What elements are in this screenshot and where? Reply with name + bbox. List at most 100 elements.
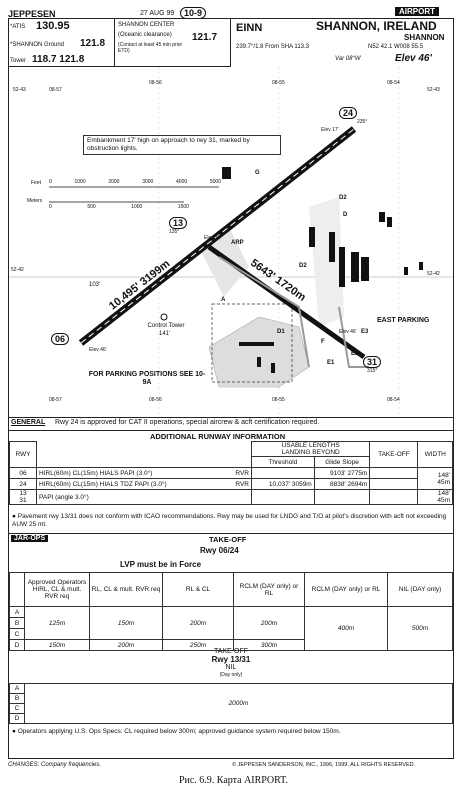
runway-24-label: 24 bbox=[339, 107, 358, 119]
general-section: GENERAL Rwy 24 is approved for CAT II op… bbox=[9, 417, 453, 431]
airport-elevation: Elev 46' bbox=[395, 53, 432, 64]
center-label: SHANNON CENTER bbox=[118, 22, 175, 28]
jarops-header: JAR-OPS TAKE-OFF bbox=[9, 533, 453, 546]
airport-name: SHANNON bbox=[404, 33, 445, 42]
apron-area bbox=[208, 316, 310, 388]
taxiway-a: A bbox=[221, 297, 226, 303]
grid-tick-bottom-0857: 08-57 bbox=[49, 397, 62, 403]
taxiway-f: F bbox=[321, 339, 325, 345]
taxiway-d2-north: D2 bbox=[339, 195, 347, 201]
city-title: SHANNON, IRELAND bbox=[316, 19, 437, 33]
pavement-note: ● Pavement rwy 13/31 does not conform wi… bbox=[12, 513, 447, 528]
vor-info: 239.7°/1.8 From SHA 113.3 bbox=[236, 44, 309, 50]
lat-tick-mid: 52-42 bbox=[11, 267, 24, 273]
jarops-tag: JAR-OPS bbox=[11, 535, 49, 542]
grid-tick-0855: 08-55 bbox=[272, 80, 285, 86]
icao-code: EINN bbox=[236, 22, 263, 34]
grid-tick-0854: 08-54 bbox=[387, 80, 400, 86]
grid-tick-0856: 08-56 bbox=[149, 80, 162, 86]
arp-label: ARP bbox=[231, 240, 244, 246]
runway-13-label: 13 bbox=[169, 217, 188, 229]
brand: JEPPESEN bbox=[8, 9, 56, 19]
grid-tick-bottom-0856: 08-56 bbox=[149, 397, 162, 403]
rwy-0624-title: Rwy 06/24 bbox=[200, 546, 239, 555]
table-row: A 125m 150m 200m 200m 400m 500m bbox=[9, 606, 453, 651]
airport-diagram: Embankment 17' high on approach to rwy 3… bbox=[9, 67, 453, 417]
table-row: 06 HIRL(60m) CL(15m) HIALS PAPI (3.0°)RV… bbox=[9, 467, 453, 490]
magnetic-variation: Var 08°W bbox=[335, 56, 361, 62]
tower-label: Tower bbox=[10, 58, 27, 64]
table-row: A 2000m bbox=[9, 683, 453, 724]
runway-13-heading: 135° bbox=[169, 229, 180, 235]
table-row: D 150m 200m 250m 300m bbox=[9, 639, 453, 651]
takeoff-title: TAKE-OFF bbox=[209, 535, 247, 544]
grid-tick-0857: 08-57 bbox=[49, 87, 62, 93]
runway-24-elevation: Elev 17' bbox=[321, 127, 339, 133]
taxiway-e1: E1 bbox=[327, 360, 335, 366]
general-tag: GENERAL bbox=[11, 419, 46, 426]
parking-positions-note: FOR PARKING POSITIONS SEE 10-9A bbox=[88, 371, 206, 386]
jarops-table-1331: A 2000m B C D bbox=[9, 683, 453, 724]
tower-frequency: 118.7 121.8 bbox=[32, 54, 85, 65]
width-header: WIDTH bbox=[417, 441, 453, 468]
runway-31-elevation: Elev 46' bbox=[339, 329, 357, 335]
grid-tick-bottom-0855: 08-55 bbox=[272, 397, 285, 403]
airport-coordinates: N52 42.1 W008 55.5 bbox=[368, 44, 424, 50]
rwy-header: RWY bbox=[9, 441, 37, 468]
chart-frame bbox=[8, 18, 454, 759]
scale-feet-label: Feet bbox=[31, 180, 42, 186]
runway-31-heading: 315° bbox=[367, 368, 378, 374]
taxiway-d2-south: D2 bbox=[299, 263, 307, 269]
obstacle-103: 103' bbox=[89, 282, 101, 288]
taxiway-e3: E3 bbox=[361, 329, 369, 335]
takeoff-header: TAKE-OFF bbox=[369, 441, 419, 468]
control-tower-label: Control Tower bbox=[147, 323, 185, 329]
figure-caption: Рис. 6.9. Карта AIRPORT. bbox=[178, 775, 289, 786]
lvp-note: LVP must be in Force bbox=[120, 560, 202, 569]
taxiway-g: G bbox=[255, 170, 260, 176]
lat-tick-mid-right: 52-42 bbox=[427, 271, 440, 277]
runway-13-31 bbox=[207, 244, 366, 360]
ground-frequency: 121.8 bbox=[80, 38, 106, 49]
runway-06-elevation: Elev 46' bbox=[89, 347, 107, 353]
center-box: SHANNON CENTER 121.7 (Oceanic clearance)… bbox=[114, 18, 231, 67]
taxiway-d: D bbox=[343, 212, 348, 218]
glide-slope-header: Glide Slope bbox=[313, 456, 371, 468]
scale-meters-label: Meters bbox=[27, 198, 43, 204]
ground-label: *SHANNON Ground bbox=[10, 42, 65, 48]
atis-frequency: 130.95 bbox=[36, 20, 70, 32]
runway-info-title: ADDITIONAL RUNWAY INFORMATION bbox=[150, 432, 286, 441]
table-row: 24 HIRL(60m) CL(15m) HIALS TDZ PAPI (3.0… bbox=[9, 478, 453, 490]
copyright: © JEPPESEN SANDERSON, INC., 1996, 1999. … bbox=[232, 762, 416, 768]
elevation-11: Elev 11' bbox=[204, 235, 222, 241]
east-parking-label: EAST PARKING bbox=[377, 317, 430, 324]
airport-badge: AIRPORT bbox=[395, 7, 439, 16]
threshold-header: Threshold bbox=[251, 456, 315, 468]
runway-31-label: 31 bbox=[363, 356, 382, 368]
center-note: (Oceanic clearance) bbox=[118, 32, 172, 38]
jarops-table-0624: Approved Operators HIRL, CL & mult. RVR … bbox=[9, 572, 453, 651]
embankment-note: Embankment 17' high on approach to rwy 3… bbox=[83, 135, 281, 155]
changes-note: CHANGES: Company frequencies. bbox=[8, 762, 102, 768]
chart-date: 27 AUG 99 bbox=[140, 10, 175, 17]
runway-06-label: 06 bbox=[51, 333, 70, 345]
us-ops-note: ● Operators applying U.S. Ops Specs: CL … bbox=[12, 728, 341, 735]
general-text: Rwy 24 is approved for CAT II operations… bbox=[55, 419, 320, 426]
atis-label: *ATIS bbox=[10, 24, 26, 30]
takeoff-1331-header: TAKE-OFF Rwy 13/31 NIL (Day only) bbox=[211, 648, 251, 678]
lat-tick-top-right: 52-43 bbox=[427, 87, 440, 93]
center-note-2: (Contact at least 45 min prior ETD) bbox=[118, 42, 183, 54]
grid-tick-bottom-0854: 08-54 bbox=[387, 397, 400, 403]
frequency-box: *ATIS 130.95 *SHANNON Ground 121.8 Tower… bbox=[8, 18, 115, 67]
control-tower-elevation: 141' bbox=[159, 331, 171, 337]
taxiway-d1: D1 bbox=[277, 329, 285, 335]
center-frequency: 121.7 bbox=[192, 32, 218, 43]
taxiway-e2: E2 bbox=[351, 351, 359, 357]
runway-24-heading: 235° bbox=[357, 119, 368, 125]
lat-tick-top: 52-43 bbox=[13, 87, 26, 93]
